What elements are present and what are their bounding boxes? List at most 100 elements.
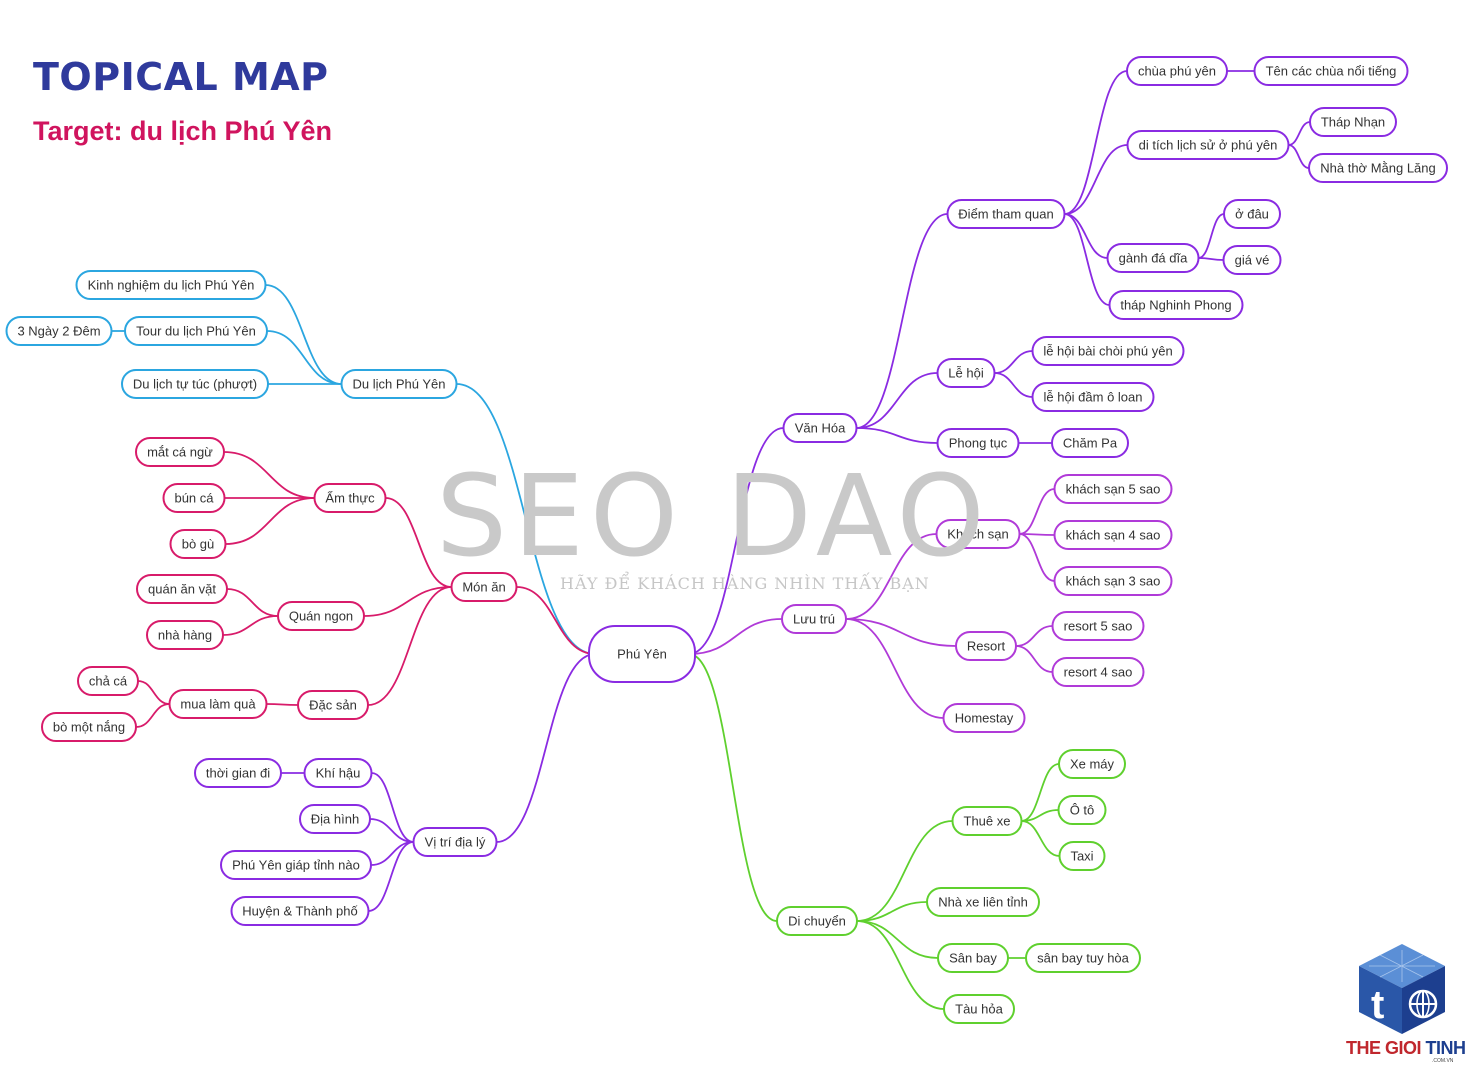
node-quan-ngon[interactable]: Quán ngon <box>277 601 365 631</box>
page-title: TOPICAL MAP <box>33 55 329 99</box>
node-xe-may[interactable]: Xe máy <box>1058 749 1126 779</box>
node-gia-ve[interactable]: giá vé <box>1222 245 1282 275</box>
node-label: Homestay <box>955 711 1014 726</box>
node-tour-du-lich-phu-yen[interactable]: Tour du lịch Phú Yên <box>124 316 268 346</box>
node-di-tich-lich-su-o-phu-yen[interactable]: di tích lịch sử ở phú yên <box>1126 130 1290 160</box>
node-kinh-nghiem-du-lich-phu-yen[interactable]: Kinh nghiệm du lịch Phú Yên <box>75 270 267 300</box>
node-label: Di chuyển <box>788 914 846 929</box>
node-homestay[interactable]: Homestay <box>942 703 1026 733</box>
connector-line <box>1288 144 1310 169</box>
node-resort-4-sao[interactable]: resort 4 sao <box>1051 657 1145 687</box>
connector-line <box>370 841 414 866</box>
node-label: chả cá <box>89 674 128 689</box>
node-label: ở đâu <box>1235 207 1269 222</box>
node-box <box>588 625 696 683</box>
connector-line <box>368 841 414 912</box>
node-bo-mot-nang[interactable]: bò một nắng <box>41 712 137 742</box>
mindmap-root-node[interactable]: Phú Yên <box>588 625 696 683</box>
node-box <box>313 483 387 513</box>
node-tau-hoa[interactable]: Tàu hỏa <box>943 994 1015 1024</box>
connector-line <box>367 586 452 706</box>
node-vi-tri-dia-ly[interactable]: Vị trí địa lý <box>412 827 498 857</box>
node-label: di tích lịch sử ở phú yên <box>1139 138 1278 153</box>
node-van-hoa[interactable]: Văn Hóa <box>782 413 858 443</box>
connector-line <box>369 818 414 843</box>
node-thue-xe[interactable]: Thuê xe <box>951 806 1023 836</box>
node-thap-nhan[interactable]: Tháp Nhạn <box>1309 107 1397 137</box>
node-o-to[interactable]: Ô tô <box>1057 795 1107 825</box>
node-bun-ca[interactable]: bún cá <box>162 483 226 513</box>
node-khach-san-4-sao[interactable]: khách sạn 4 sao <box>1053 520 1173 550</box>
node-label: Phú Yên giáp tỉnh nào <box>232 858 360 873</box>
connector-line <box>1064 70 1128 215</box>
node-box <box>124 316 268 346</box>
node-phu-yen-giap-tinh-nao[interactable]: Phú Yên giáp tỉnh nào <box>220 850 372 880</box>
mindmap-edges <box>111 70 1311 1010</box>
node-mat-ca-ngu[interactable]: mắt cá ngừ <box>135 437 225 467</box>
node-bo-gu[interactable]: bò gù <box>169 529 227 559</box>
node-quan-an-vat[interactable]: quán ăn vặt <box>136 574 228 604</box>
node-san-bay[interactable]: Sân bay <box>937 943 1009 973</box>
mindmap-nodes: Du lịch Phú Yên Kinh nghiệm du lịch Phú Y… <box>5 56 1448 1024</box>
node-label: quán ăn vặt <box>148 582 216 597</box>
node-label: bò gù <box>182 537 215 552</box>
node-nha-hang[interactable]: nhà hàng <box>146 620 224 650</box>
node-le-hoi-dam-o-loan[interactable]: lễ hội đầm ô loan <box>1031 382 1155 412</box>
node-luu-tru[interactable]: Lưu trú <box>781 604 847 634</box>
node-box <box>943 994 1015 1024</box>
node-di-chuyen[interactable]: Di chuyển <box>776 906 858 936</box>
connector-line <box>845 618 957 647</box>
node-mon-an[interactable]: Món ăn <box>450 572 518 602</box>
node-label: Lưu trú <box>793 612 835 627</box>
node-label: Khách sạn <box>947 527 1008 542</box>
node-am-thuc[interactable]: Ẩm thực <box>313 483 387 513</box>
node-chua-phu-yen[interactable]: chùa phú yên <box>1126 56 1228 86</box>
node-phong-tuc[interactable]: Phong tục <box>936 428 1020 458</box>
node-thap-nghinh-phong[interactable]: tháp Nghinh Phong <box>1108 290 1244 320</box>
connector-line <box>226 588 279 617</box>
node-resort-5-sao[interactable]: resort 5 sao <box>1051 611 1145 641</box>
node-box <box>277 601 365 631</box>
node-cha-ca[interactable]: chả cá <box>77 666 139 696</box>
connector-line <box>496 653 596 843</box>
node-khi-hau[interactable]: Khí hậu <box>303 758 373 788</box>
node-box <box>1051 657 1145 687</box>
node-khach-san[interactable]: Khách sạn <box>935 519 1021 549</box>
node-label: Chăm Pa <box>1063 436 1118 451</box>
node-box <box>937 943 1009 973</box>
node-box <box>135 437 225 467</box>
node-box <box>1057 795 1107 825</box>
node-du-lich-tu-tuc-phuot[interactable]: Du lịch tự túc (phượt) <box>121 369 269 399</box>
node-san-bay-tuy-hoa[interactable]: sân bay tuy hòa <box>1025 943 1141 973</box>
logo-text-a: THE GIOI <box>1346 1038 1426 1058</box>
node-diem-tham-quan[interactable]: Điểm tham quan <box>946 199 1066 229</box>
node-label: gành đá dĩa <box>1119 251 1188 266</box>
node-dac-san[interactable]: Đặc sản <box>297 690 369 720</box>
connector-line <box>385 497 452 588</box>
node-box <box>1058 841 1106 871</box>
node-box <box>162 483 226 513</box>
node-du-lich-phu-yen[interactable]: Du lịch Phú Yên <box>340 369 458 399</box>
connector-line <box>994 350 1033 374</box>
node-mua-lam-qua[interactable]: mua làm quà <box>168 689 268 719</box>
node-box <box>1126 56 1228 86</box>
connector-line <box>1019 533 1055 582</box>
node-ten-cac-chua-noi-tieng[interactable]: Tên các chùa nổi tiếng <box>1253 56 1409 86</box>
node-le-hoi[interactable]: Lễ hội <box>936 358 996 388</box>
node-nha-tho-mang-lang[interactable]: Nhà thờ Mằng Lăng <box>1308 153 1448 183</box>
node-dia-hinh[interactable]: Địa hình <box>299 804 371 834</box>
node-nha-xe-lien-tinh[interactable]: Nhà xe liên tỉnh <box>926 887 1040 917</box>
node-box <box>412 827 498 857</box>
node-taxi[interactable]: Taxi <box>1058 841 1106 871</box>
node-thoi-gian-di[interactable]: thời gian đi <box>194 758 282 788</box>
node-3-ngay-2-dem[interactable]: 3 Ngày 2 Đêm <box>5 316 113 346</box>
node-le-hoi-bai-choi-phu-yen[interactable]: lễ hội bài chòi phú yên <box>1031 336 1185 366</box>
node-label: mắt cá ngừ <box>147 445 213 460</box>
node-o-dau[interactable]: ở đâu <box>1223 199 1281 229</box>
node-huyen-thanh-pho[interactable]: Huyện & Thành phố <box>230 896 370 926</box>
node-cham-pa[interactable]: Chăm Pa <box>1051 428 1129 458</box>
node-khach-san-5-sao[interactable]: khách sạn 5 sao <box>1053 474 1173 504</box>
node-resort[interactable]: Resort <box>955 631 1017 661</box>
node-khach-san-3-sao[interactable]: khách sạn 3 sao <box>1053 566 1173 596</box>
node-ganh-da-dia[interactable]: gành đá dĩa <box>1106 243 1200 273</box>
